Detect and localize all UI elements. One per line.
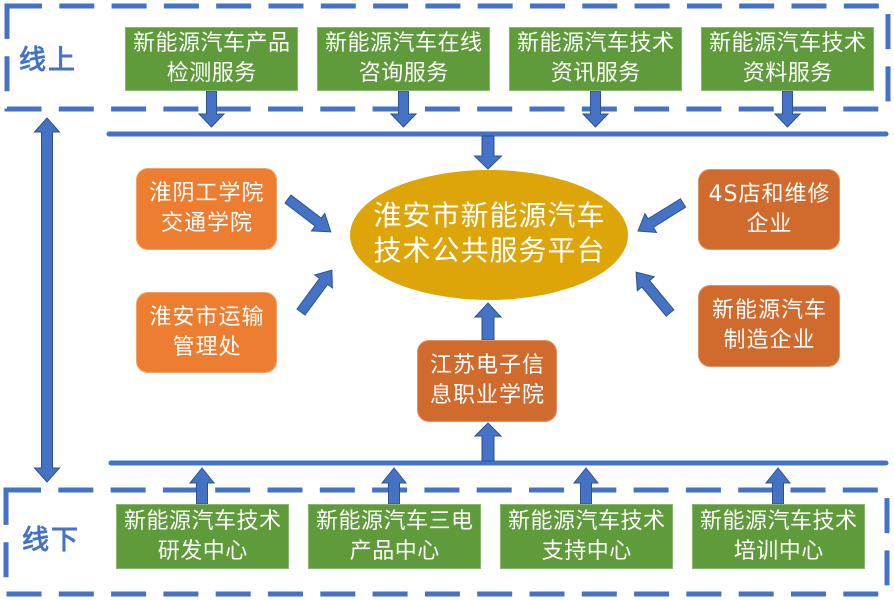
offline-center-box: 新能源汽车技术 支持中心 (500, 504, 673, 569)
box-text-line-2: 资讯服务 (550, 61, 641, 86)
platform-title-line-1: 淮安市新能源汽车 (373, 199, 606, 232)
down-arrow-online-service-2 (389, 90, 418, 128)
box-text-line-2: 资料服务 (742, 61, 833, 86)
offline-section-label: 线下 (22, 525, 80, 556)
box-text-line-2: 培训中心 (733, 538, 824, 564)
up-arrow-offline-center-4 (764, 467, 792, 505)
diagonal-arrow-left-top-partner (284, 194, 332, 233)
online-section-frame (4, 3, 891, 112)
box-text-line-1: 新能源汽车技术 (507, 508, 666, 534)
box-text-line-1: 新能源汽车三电 (315, 508, 474, 534)
box-text-line-1: 新能源汽车技术 (123, 508, 282, 534)
online-section-label: 线上 (19, 45, 77, 76)
online-service-box: 新能源汽车产品 检测服务 (125, 27, 298, 91)
up-arrow-offline-center-1 (188, 467, 216, 505)
box-text-line-2: 研发中心 (157, 538, 248, 564)
box-text-line-2: 息职业学院 (429, 383, 545, 408)
online-service-box: 新能源汽车技术 资讯服务 (509, 27, 682, 91)
box-text-line-2: 管理处 (172, 334, 242, 360)
box-text-line-1: 淮安市运输 (149, 304, 265, 330)
diagonal-arrow-right-top-partner (637, 198, 687, 233)
offline-center-box: 新能源汽车技术 培训中心 (692, 504, 865, 569)
partner-box-bottom-center: 江苏电子信 息职业学院 (417, 340, 557, 422)
box-text-line-1: 新能源汽车技术 (516, 31, 675, 56)
down-arrow-online-service-3 (581, 90, 610, 128)
box-text-line-1: 新能源汽车产品 (132, 31, 291, 56)
up-arrow-offline-center-2 (380, 467, 408, 505)
box-text-line-1: 江苏电子信 (429, 353, 545, 378)
online-service-box: 新能源汽车在线 咨询服务 (317, 27, 490, 91)
up-arrow-bus-to-bottom-partner (473, 422, 503, 462)
platform-ellipse: 淮安市新能源汽车 技术公共服务平台 (350, 170, 628, 300)
diagonal-arrow-left-bottom-partner (296, 269, 333, 316)
box-text-line-2: 企业 (746, 211, 793, 237)
down-arrow-online-service-4 (773, 90, 802, 128)
down-arrow-bus-to-platform (473, 135, 503, 170)
box-text-line-2: 产品中心 (349, 538, 440, 564)
box-text-line-1: 新能源汽车技术 (699, 508, 858, 534)
box-text-line-2: 交通学院 (160, 211, 253, 236)
online-service-box: 新能源汽车技术 资料服务 (701, 27, 874, 91)
box-text-line-2: 咨询服务 (358, 61, 449, 86)
box-text-line-1: 新能源汽车 (711, 298, 827, 323)
partner-box-left-bottom: 淮安市运输 管理处 (136, 292, 277, 373)
partner-box-left-top: 淮阴工学院 交通学院 (136, 168, 277, 250)
down-arrow-online-service-1 (197, 90, 226, 128)
up-arrow-bottom-partner-to-platform (473, 302, 503, 341)
box-text-line-1: 新能源汽车在线 (324, 31, 483, 56)
box-text-line-2: 检测服务 (166, 61, 257, 86)
platform-title-line-2: 技术公共服务平台 (373, 234, 606, 267)
partner-box-right-bottom: 新能源汽车 制造企业 (698, 285, 840, 367)
box-text-line-2: 制造企业 (723, 328, 816, 353)
offline-center-box: 新能源汽车技术 研发中心 (116, 504, 289, 569)
box-text-line-2: 支持中心 (541, 538, 632, 564)
box-text-line-1: 新能源汽车技术 (708, 31, 867, 56)
partner-box-right-top: 4S店和维修 企业 (698, 169, 840, 250)
offline-center-box: 新能源汽车三电 产品中心 (308, 504, 481, 569)
online-offline-double-arrow (33, 117, 61, 483)
up-arrow-offline-center-3 (572, 467, 600, 505)
diagonal-arrow-right-bottom-partner (635, 271, 675, 317)
offline-section-frame (3, 487, 890, 597)
box-text-line-1: 淮阴工学院 (149, 181, 265, 206)
box-text-line-1: 4S店和维修 (708, 181, 831, 207)
